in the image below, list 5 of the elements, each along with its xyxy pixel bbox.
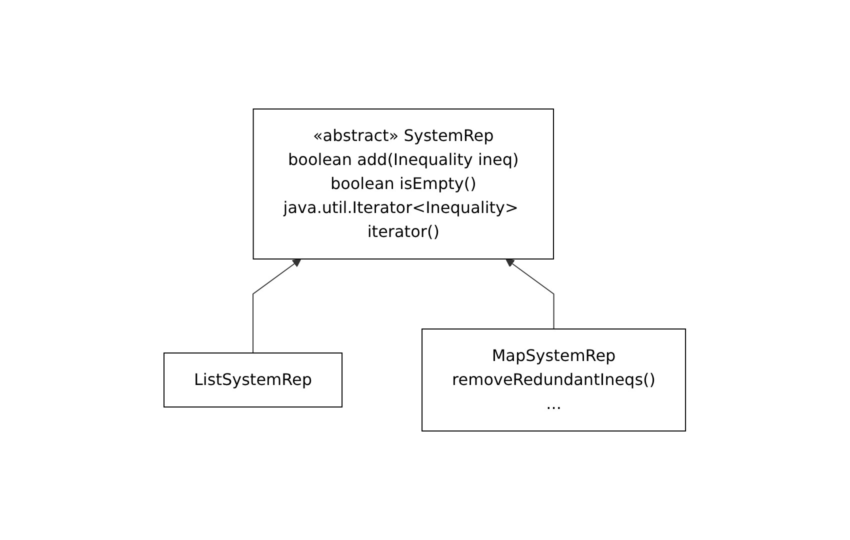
node-box: «abstract» SystemRep boolean add(Inequality ineq) boolean isEmpty() java.util.Iterator<Inequality> iterator() xyxy=(253,108,554,260)
node-box: ListSystemRep xyxy=(164,352,343,408)
arrow xyxy=(506,258,555,330)
arrow xyxy=(252,258,302,354)
node-box: MapSystemRep removeRedundantIneqs() ... xyxy=(422,328,686,432)
